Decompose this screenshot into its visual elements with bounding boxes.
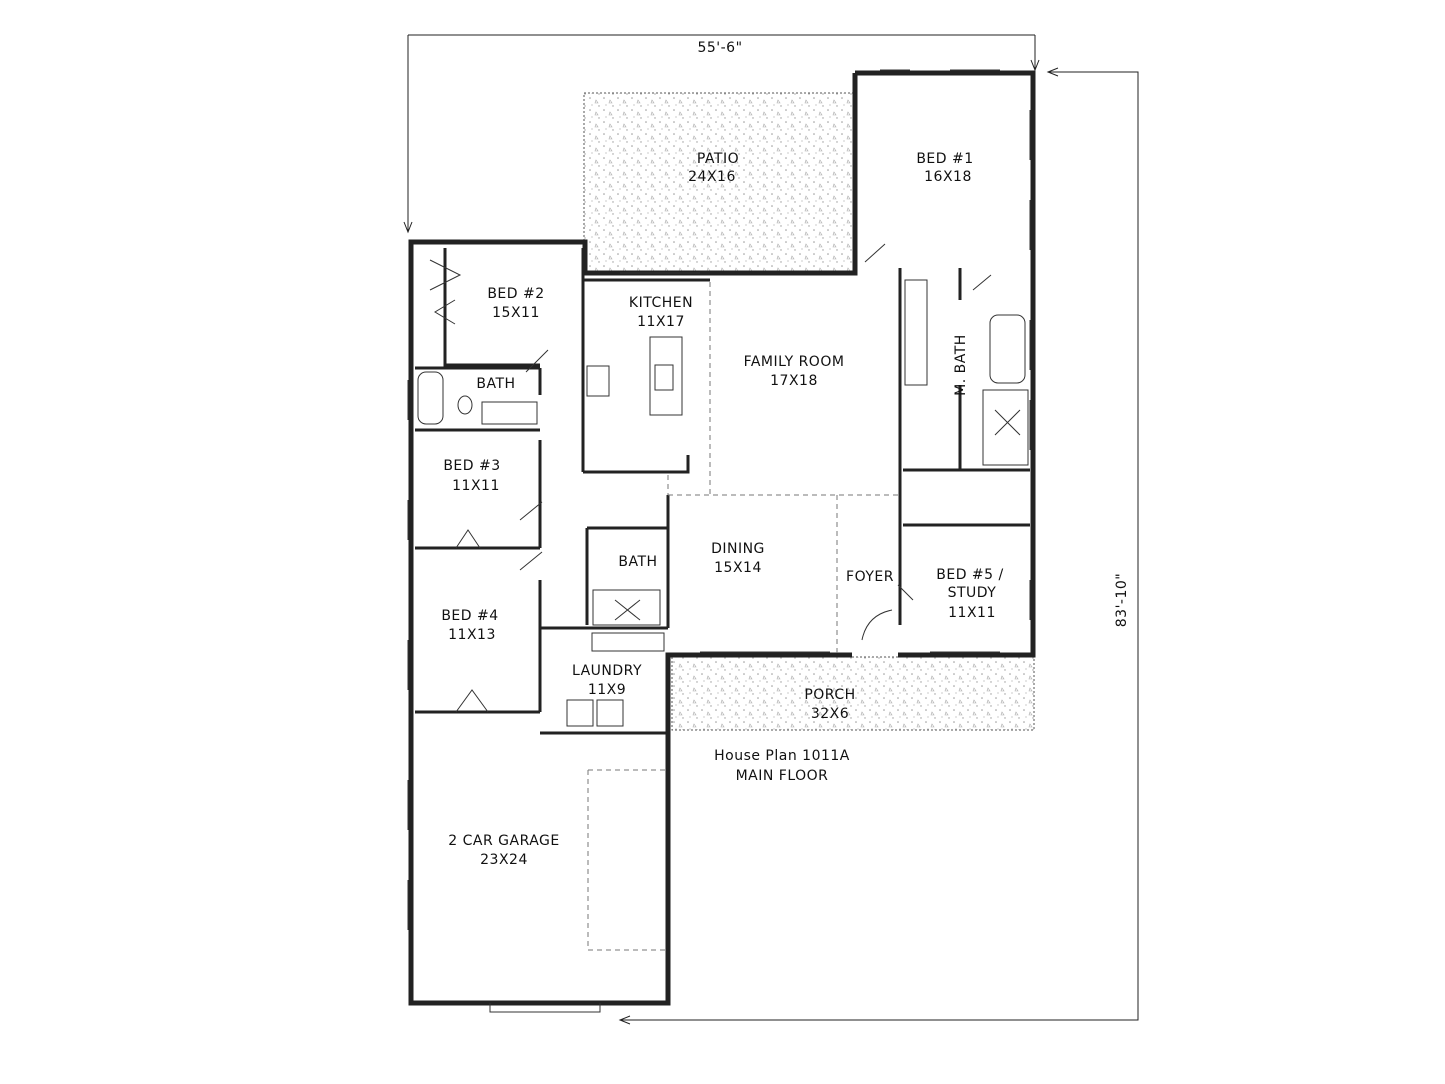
kitchen-island [649, 336, 683, 416]
bed5-label: BED #5 / [936, 567, 1004, 583]
laundry-size: 11X9 [588, 682, 626, 698]
bed3-size: 11X11 [452, 478, 500, 494]
bed1-label: BED #1 [916, 151, 973, 167]
plan-title: House Plan 1011A [714, 748, 850, 764]
foyer-label: FOYER [846, 569, 894, 585]
master-tub [989, 314, 1026, 384]
width-dimension: 55'-6" [403, 34, 1040, 234]
bed4-size: 11X13 [448, 627, 496, 643]
patio-label: PATIO [697, 151, 739, 167]
family-room-size: 17X18 [770, 373, 818, 389]
kitchen-sink [654, 364, 674, 391]
bed4-label: BED #4 [441, 608, 498, 624]
bathtub [417, 371, 444, 425]
bed2-size: 15X11 [492, 305, 540, 321]
garage-size: 23X24 [480, 852, 528, 868]
master-vanity [904, 279, 928, 386]
kitchen-size: 11X17 [637, 314, 685, 330]
bed5-size: 11X11 [948, 605, 996, 621]
vanity [481, 401, 538, 425]
shower [592, 589, 661, 626]
depth-dimension-label: 83'-10" [1114, 573, 1130, 627]
garage-label: 2 CAR GARAGE [448, 833, 560, 849]
width-dimension-label: 55'-6" [697, 40, 742, 56]
washer [566, 699, 594, 727]
porch-label: PORCH [804, 687, 855, 703]
toilet [457, 395, 473, 415]
porch-size: 32X6 [811, 706, 849, 722]
dining-size: 15X14 [714, 560, 762, 576]
laundry-label: LAUNDRY [572, 663, 642, 679]
depth-dimension: 83'-10" [618, 67, 1139, 1025]
bed1-size: 16X18 [924, 169, 972, 185]
interior-walls [415, 243, 1030, 951]
room-labels: PATIO 24X16 BED #1 16X18 BED #2 15X11 KI… [441, 151, 1003, 868]
patio-area [583, 92, 857, 276]
bed2-label: BED #2 [487, 286, 544, 302]
patio-size: 24X16 [688, 169, 736, 185]
range [586, 365, 610, 397]
exterior-walls [407, 69, 1036, 1013]
laundry-sink [591, 632, 665, 652]
bath2-label: BATH [618, 554, 657, 570]
master-shower [982, 389, 1029, 466]
dining-label: DINING [711, 541, 765, 557]
master-bath-label: M. BATH [953, 334, 969, 396]
family-room-label: FAMILY ROOM [744, 354, 845, 370]
bath-label: BATH [476, 376, 515, 392]
kitchen-label: KITCHEN [629, 295, 693, 311]
plan-subtitle: MAIN FLOOR [736, 768, 829, 784]
porch-area [671, 656, 1035, 731]
dryer [596, 699, 624, 727]
bed3-label: BED #3 [443, 458, 500, 474]
bed5-label-study: STUDY [948, 585, 997, 601]
